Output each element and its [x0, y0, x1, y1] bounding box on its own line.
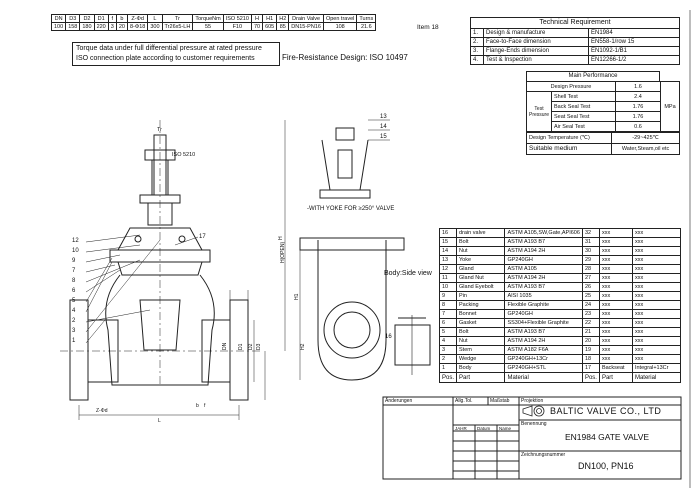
- dimension-label: H1: [294, 293, 300, 300]
- dims-value-cell: 108: [322, 22, 358, 31]
- medium-label: Suitable medium: [525, 143, 613, 155]
- parts-footer-cell: Material: [504, 372, 583, 383]
- dimension-label: b: [196, 403, 199, 409]
- tr-label: Tr: [157, 127, 162, 133]
- stem-yoke: [139, 120, 181, 385]
- callout-number: 1: [72, 338, 76, 344]
- dims-value-cell: 85: [276, 22, 290, 31]
- callout-number: 6: [72, 288, 76, 294]
- item-18-label: Item 18: [417, 24, 439, 31]
- callout-number: 10: [72, 248, 79, 254]
- dimension-label: L: [158, 418, 161, 424]
- dims-value-cell: 55: [192, 22, 224, 31]
- callout-number: 8: [72, 278, 76, 284]
- pressure-unit: MPa: [660, 81, 680, 132]
- drawing-number: DN100, PN16: [578, 461, 634, 471]
- dims-value-cell: 300: [147, 22, 163, 31]
- projection-symbol: [522, 405, 545, 417]
- temperature-medium-table: Design Temperature (℃) -29~425℃ Suitable…: [525, 132, 680, 155]
- dimension-lines: [78, 120, 286, 420]
- callout-leaders: [85, 234, 199, 344]
- company-name: BALTIC VALVE CO., LTD: [550, 406, 662, 416]
- allg-tol-label: Allg.Tol.: [455, 398, 473, 404]
- yoke-detail: [319, 119, 390, 199]
- callout-number: 9: [72, 258, 76, 264]
- medium-value: Water,Steam,oil etc: [611, 143, 680, 155]
- callout-number: 2: [72, 318, 76, 324]
- iso-5210-label: ISO 5210: [172, 152, 196, 158]
- callout-17: 17: [199, 234, 206, 240]
- bonnet: [109, 227, 211, 276]
- test-value-3: 0.6: [615, 121, 661, 132]
- parts-footer-cell: Material: [631, 372, 682, 383]
- name-label: Name: [499, 426, 512, 431]
- dimension-label: H: [278, 236, 284, 240]
- detail-callout-number: 13: [380, 114, 387, 120]
- side-view-label: Body:Side view: [384, 270, 432, 277]
- detail-callout-number: 14: [380, 124, 387, 130]
- note-line-1: Torque data under full differential pres…: [76, 45, 262, 52]
- product-name: EN1984 GATE VALVE: [565, 432, 650, 442]
- dims-value-cell: 21.6: [356, 22, 377, 31]
- aenderungen-label: Änderungen: [385, 398, 413, 404]
- callout-number: 3: [72, 328, 76, 334]
- dimension-label: f: [204, 403, 206, 409]
- zeichnungsnummer-label: Zeichnungsnummer: [521, 452, 566, 458]
- dims-value-cell: 8-Φ18: [126, 22, 149, 31]
- callout-number: 4: [72, 308, 76, 314]
- note-line-2: ISO connection plate according to custom…: [76, 55, 255, 62]
- dims-value-cell: 220: [93, 22, 109, 31]
- benennung-label: Benennung: [521, 421, 547, 427]
- datum-label: Datum: [477, 426, 491, 431]
- projektion-label: Projektion: [521, 398, 544, 404]
- dimension-label: Z-Φd: [96, 408, 108, 414]
- parts-footer-cell: Pos.: [581, 372, 600, 383]
- parts-footer-cell: Part: [456, 372, 506, 383]
- jahr-label: JAHR: [455, 426, 467, 431]
- dimension-label: D1: [238, 343, 244, 350]
- performance-table: Design Pressure 1.6 MPa Test Pressure Sh…: [525, 81, 680, 132]
- callout-number: 7: [72, 268, 76, 274]
- callout-16: 16: [385, 334, 392, 340]
- massstab-label: Maßstab: [490, 398, 510, 404]
- notes-box: Torque data under full differential pres…: [72, 42, 280, 66]
- dims-value-cell: 605: [262, 22, 278, 31]
- dimension-label: D2: [248, 343, 254, 350]
- dimension-label: D3: [256, 343, 262, 350]
- valve-body: [60, 274, 260, 401]
- side-view: [299, 237, 431, 381]
- dimension-label: DN: [222, 342, 228, 350]
- test-pressure-label: Test Pressure: [525, 91, 553, 132]
- dimension-label: H2: [300, 343, 306, 350]
- callout-number: 12: [72, 238, 79, 244]
- h-open-label: H(OPEN): [280, 241, 286, 263]
- detail-callout-number: 15: [380, 134, 387, 140]
- callout-number: 5: [72, 298, 76, 304]
- tech-req-value: EN12266-1/2: [588, 55, 680, 65]
- fire-resistance-note: Fire-Resistance Design: ISO 10497: [282, 53, 408, 62]
- yoke-note: -WITH YOKE FOR ≥250° VALVE: [307, 206, 395, 212]
